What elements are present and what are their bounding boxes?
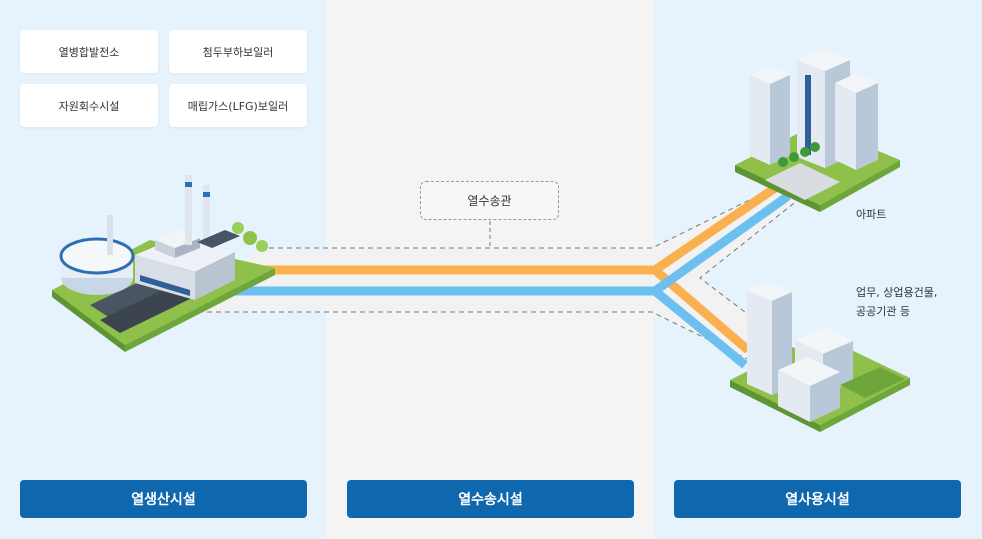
transport-section-label: 열수송시설 — [347, 480, 634, 518]
usage-section-label: 열사용시설 — [674, 480, 961, 518]
transport-pipe-label: 열수송관 — [420, 181, 559, 220]
facility-lfg-boiler: 매립가스(LFG)보일러 — [169, 84, 307, 127]
facility-chp-plant: 열병합발전소 — [20, 30, 158, 73]
facility-resource-recovery: 자원회수시설 — [20, 84, 158, 127]
commercial-label-line1: 업무, 상업용건물, — [856, 286, 938, 299]
corridor-edge-top — [260, 179, 791, 249]
commercial-label-line2: 공공기관 등 — [856, 305, 911, 318]
apartment-buildings-icon — [735, 49, 900, 212]
return-pipe-branch — [652, 287, 748, 369]
production-plant-icon — [52, 175, 275, 352]
apartment-label: 아파트 — [856, 208, 887, 221]
corridor-edge-bottom — [180, 311, 791, 381]
commercial-buildings-icon — [730, 281, 910, 432]
facility-peak-boiler: 첨두부하보일러 — [169, 30, 307, 73]
production-section-label: 열생산시설 — [20, 480, 307, 518]
pipe-corridor — [180, 180, 822, 385]
